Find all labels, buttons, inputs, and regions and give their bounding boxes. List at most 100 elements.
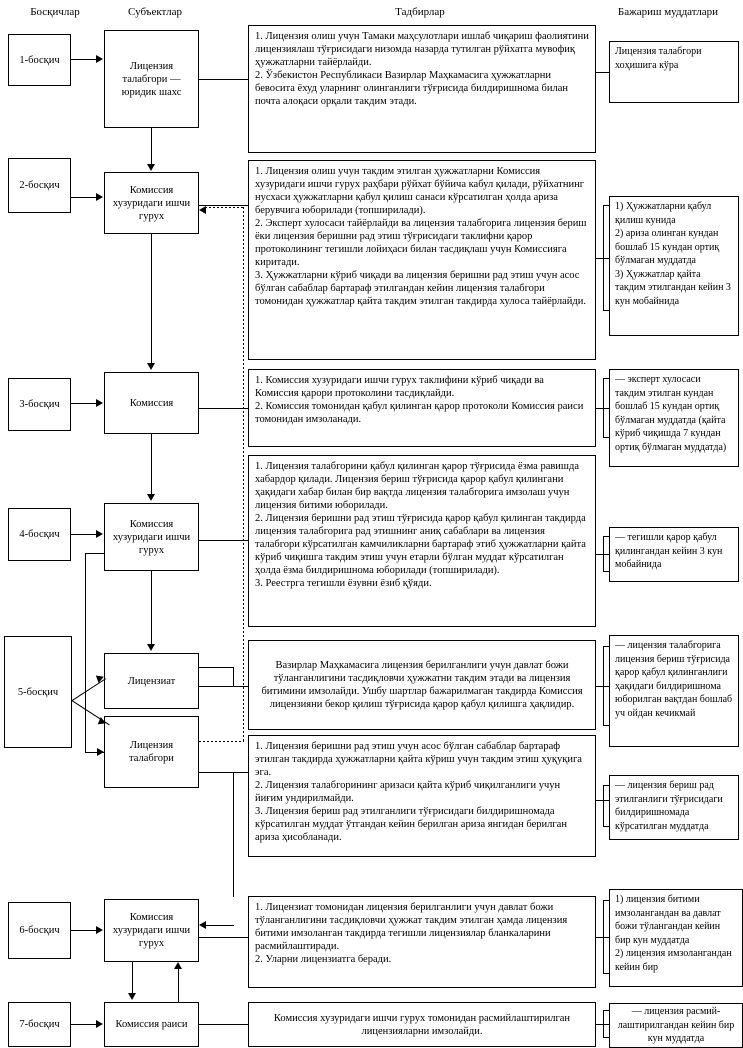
subject-box-commission-working-group-1[interactable]: Комиссия хузуридаги ишчи гурух	[104, 172, 199, 234]
connector-return-bottom-from-applicant	[85, 752, 104, 753]
measure-box-2[interactable]: 1. Лицензия олиш учун такдим этилган ҳуж…	[248, 160, 596, 360]
connector-stage6-wg3	[71, 930, 97, 931]
stage-box-1[interactable]: 1-босқич	[8, 34, 71, 86]
arrowhead-subject4-licensee	[147, 644, 155, 651]
bracket-deadline3	[603, 378, 604, 438]
bracket-deadline7-bottom	[603, 973, 609, 974]
bracket-deadline4-bottom	[603, 571, 609, 572]
measure-box-6[interactable]: 1. Лицензия беришни рад этиш учун асос б…	[248, 735, 596, 857]
column-header-subjects: Субъектлар	[128, 6, 182, 18]
connector-subject3-measure3	[199, 408, 248, 409]
bracket-deadline6-top	[603, 785, 609, 786]
dotted-connector-riser	[243, 207, 244, 742]
bracket-deadline6-bottom	[603, 826, 609, 827]
arrowhead-wg3-chairman	[128, 993, 136, 1000]
measure-box-1[interactable]: 1. Лицензия олиш учун Тамаки маҳсулотлар…	[248, 25, 596, 153]
measure-box-5[interactable]: Вазирлар Маҳкамасига лицензия берилганли…	[248, 640, 596, 730]
bracket-deadline2-top	[603, 205, 609, 206]
connector-stage7-chairman	[71, 1024, 97, 1025]
connector-subject4-measure4	[199, 540, 248, 541]
subject-box-commission[interactable]: Комиссия	[104, 372, 199, 434]
measure-box-8[interactable]: Комиссия хузуридаги ишчи гурух томонидан…	[248, 1002, 596, 1047]
subject-box-commission-working-group-3[interactable]: Комиссия хузуридаги ишчи гурух	[104, 899, 199, 962]
connector-measure6-deadline6	[596, 800, 609, 801]
arrowhead-chairman-wg3	[174, 962, 182, 969]
bracket-deadline6	[603, 785, 604, 827]
bracket-deadline8-top	[603, 1010, 609, 1011]
connector-return-riser-to-wg2	[85, 553, 86, 753]
connector-stage1-subject1	[71, 59, 97, 60]
subject-box-license-applicant-legal-entity[interactable]: Лицензия талабгори — юридик шахс	[104, 30, 199, 128]
arrowhead-stage6-wg3	[96, 926, 103, 934]
deadline-box-6[interactable]: — лицензия бериш рад этилганлиги тўғриси…	[609, 775, 739, 840]
connector-measure1-deadline1	[596, 72, 609, 73]
connector-measure8-deadline8	[596, 1024, 609, 1025]
arrowhead-into-wg3	[199, 921, 206, 929]
bracket-deadline2-bottom	[603, 310, 609, 311]
column-header-stages: Босқичлар	[30, 6, 80, 18]
connector-measure4-deadline4	[596, 554, 609, 555]
connector-stage3-subject3	[71, 403, 97, 404]
arrowhead-return-into-applicant	[97, 748, 104, 756]
stage-box-2[interactable]: 2-босқич	[8, 158, 71, 213]
bracket-deadline5-top	[603, 646, 609, 647]
dotted-connector-applicant-horizontal	[199, 741, 244, 742]
bracket-deadline2	[603, 205, 604, 311]
bracket-deadline8-bottom	[603, 1037, 609, 1038]
arrowhead-stage2-subject2	[96, 193, 103, 201]
arrowhead-stage7-chairman	[96, 1020, 103, 1028]
connector-subject1-subject2	[151, 128, 152, 166]
arrowhead-feedback-subject2	[199, 206, 206, 214]
bracket-deadline4-top	[603, 536, 609, 537]
connector-applicant-measure6	[199, 772, 248, 773]
arrowhead-subject2-subject3	[147, 363, 155, 370]
deadline-box-4[interactable]: — тегишли қарор қабул қилингандан кейин …	[609, 527, 739, 582]
subject-box-commission-chairman[interactable]: Комиссия раиси	[104, 1002, 199, 1047]
dotted-connector-top	[205, 207, 245, 208]
connector-wg3-measure7	[199, 937, 248, 938]
arrowhead-stage3-subject3	[96, 399, 103, 407]
subject-box-commission-working-group-2[interactable]: Комиссия хузуридаги ишчи гурух	[104, 503, 199, 571]
connector-subject4-licensee	[151, 571, 152, 645]
deadline-box-2[interactable]: 1) Ҳужжатларни қабул қилиш кунида 2) ари…	[609, 196, 739, 336]
connector-subject1-measure1	[199, 79, 248, 80]
connector-licensee-step-b	[233, 667, 234, 686]
stage-box-6[interactable]: 6-босқич	[8, 902, 71, 959]
measure-box-4[interactable]: 1. Лицензия талабгорини қабул қилинган қ…	[248, 455, 596, 627]
deadline-box-8[interactable]: — лицензия расмий-лаштирилгандан кейин б…	[609, 1003, 743, 1048]
deadline-box-5[interactable]: — лицензия талабгорига лицензия бериш тў…	[609, 635, 739, 747]
bracket-deadline7-top	[603, 900, 609, 901]
connector-return-top-to-wg2	[85, 553, 104, 554]
connector-stage2-subject2	[71, 197, 97, 198]
deadline-box-7[interactable]: 1) лицензия битими имзолангандан ва давл…	[609, 889, 743, 987]
bracket-deadline5-bottom	[603, 725, 609, 726]
measure-box-3[interactable]: 1. Комиссия хузуридаги ишчи гурух таклиф…	[248, 369, 596, 447]
stage-box-4[interactable]: 4-босқич	[8, 508, 71, 561]
connector-chairman-wg3-up	[178, 968, 179, 1002]
connector-measure5-deadline5	[596, 686, 609, 687]
connector-subject3-subject4	[151, 434, 152, 495]
bracket-deadline8	[603, 1010, 604, 1038]
subject-box-license-applicant[interactable]: Лицензия талабгори	[104, 716, 199, 788]
connector-licensee-step-a	[199, 667, 234, 668]
bracket-deadline3-top	[603, 378, 609, 379]
measure-box-7[interactable]: 1. Лицензиат томонидан лицензия берилган…	[248, 896, 596, 988]
connector-measure7-deadline7	[596, 937, 609, 938]
connector-measure3-deadline3	[596, 408, 609, 409]
connector-applicant-step	[233, 772, 234, 897]
stage-box-3[interactable]: 3-босқич	[8, 378, 71, 431]
stage-box-5[interactable]: 5-босқич	[4, 636, 72, 748]
arrowhead-subject1-subject2	[147, 164, 155, 171]
connector-chairman-measure8	[199, 1024, 248, 1025]
deadline-box-1[interactable]: Лицензия талабгори хоҳишига кўра	[609, 41, 739, 103]
bracket-deadline4	[603, 536, 604, 572]
subject-box-licensee[interactable]: Лицензиат	[104, 653, 199, 709]
stage-box-7[interactable]: 7-босқич	[8, 1002, 71, 1047]
arrowhead-stage1-subject1	[96, 55, 103, 63]
connector-wg3-chairman-down	[132, 962, 133, 994]
connector-subject2-measure2	[199, 205, 248, 206]
connector-stage4-subject4	[71, 534, 97, 535]
deadline-box-3[interactable]: — эксперт хулосаси такдим этилган кундан…	[609, 369, 739, 467]
arrowhead-stage4-subject4	[96, 530, 103, 538]
